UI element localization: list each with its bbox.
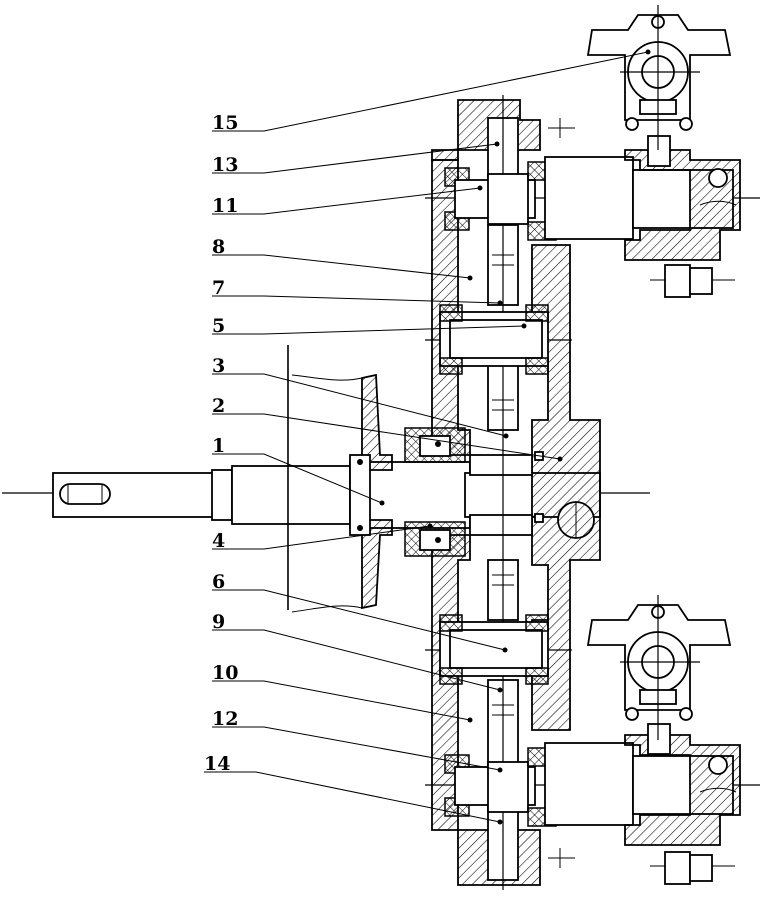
callout-15: 15 [212, 50, 651, 135]
callout-3: 3 [212, 355, 509, 439]
callout-7: 7 [212, 277, 503, 306]
upper-output-assembly [425, 5, 760, 297]
